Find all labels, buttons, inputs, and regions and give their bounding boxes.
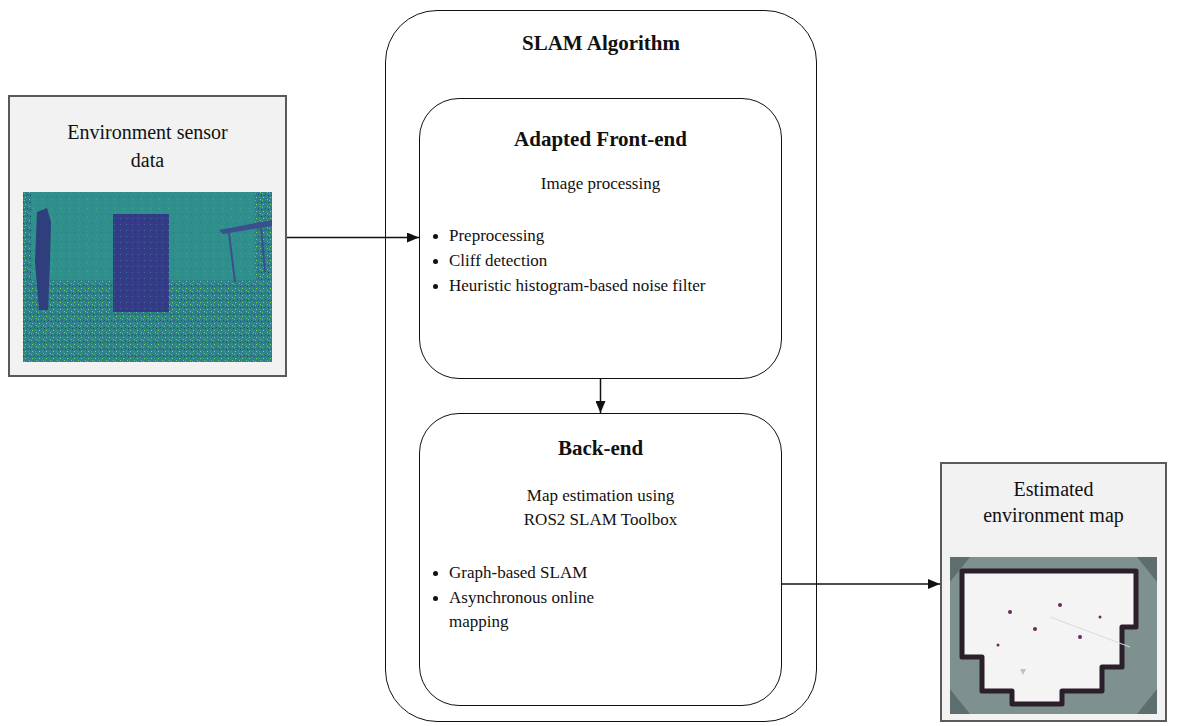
flow-arrow: [600, 379, 602, 413]
box-title: Back-end: [420, 435, 781, 461]
flow-arrow: [287, 237, 419, 239]
box-title: Estimated environment map: [969, 476, 1139, 528]
depth-image: [23, 192, 272, 362]
box-title: Environment sensor data: [53, 118, 243, 174]
bullet-dot: [433, 259, 438, 264]
bullet-item: Graph-based SLAM: [420, 561, 650, 585]
bullet-dot: [433, 234, 438, 239]
output-panel: Estimated environment map: [940, 462, 1167, 722]
bullet-item: Asynchronous online mapping: [420, 586, 650, 634]
bullet-item: Heuristic histogram-based noise filter: [420, 274, 768, 298]
description-text: Map estimation using ROS2 SLAM Toolbox: [481, 484, 721, 532]
bullet-item: Preprocessing: [420, 224, 768, 248]
occupancy-map: [950, 557, 1157, 714]
description-text: Image processing: [451, 172, 751, 196]
bullet-dot: [433, 571, 438, 576]
process-box: Adapted Front-endImage processingPreproc…: [419, 98, 782, 379]
input-panel: Environment sensor data: [8, 95, 287, 377]
bullet-item: Cliff detection: [420, 249, 768, 273]
flow-arrow: [782, 583, 940, 585]
bullet-dot: [433, 284, 438, 289]
box-title: Adapted Front-end: [420, 126, 781, 152]
algorithm-container: SLAM AlgorithmAdapted Front-endImage pro…: [385, 10, 817, 722]
process-box: Back-endMap estimation using ROS2 SLAM T…: [419, 413, 782, 706]
box-title: SLAM Algorithm: [386, 30, 816, 56]
bullet-dot: [433, 596, 438, 601]
